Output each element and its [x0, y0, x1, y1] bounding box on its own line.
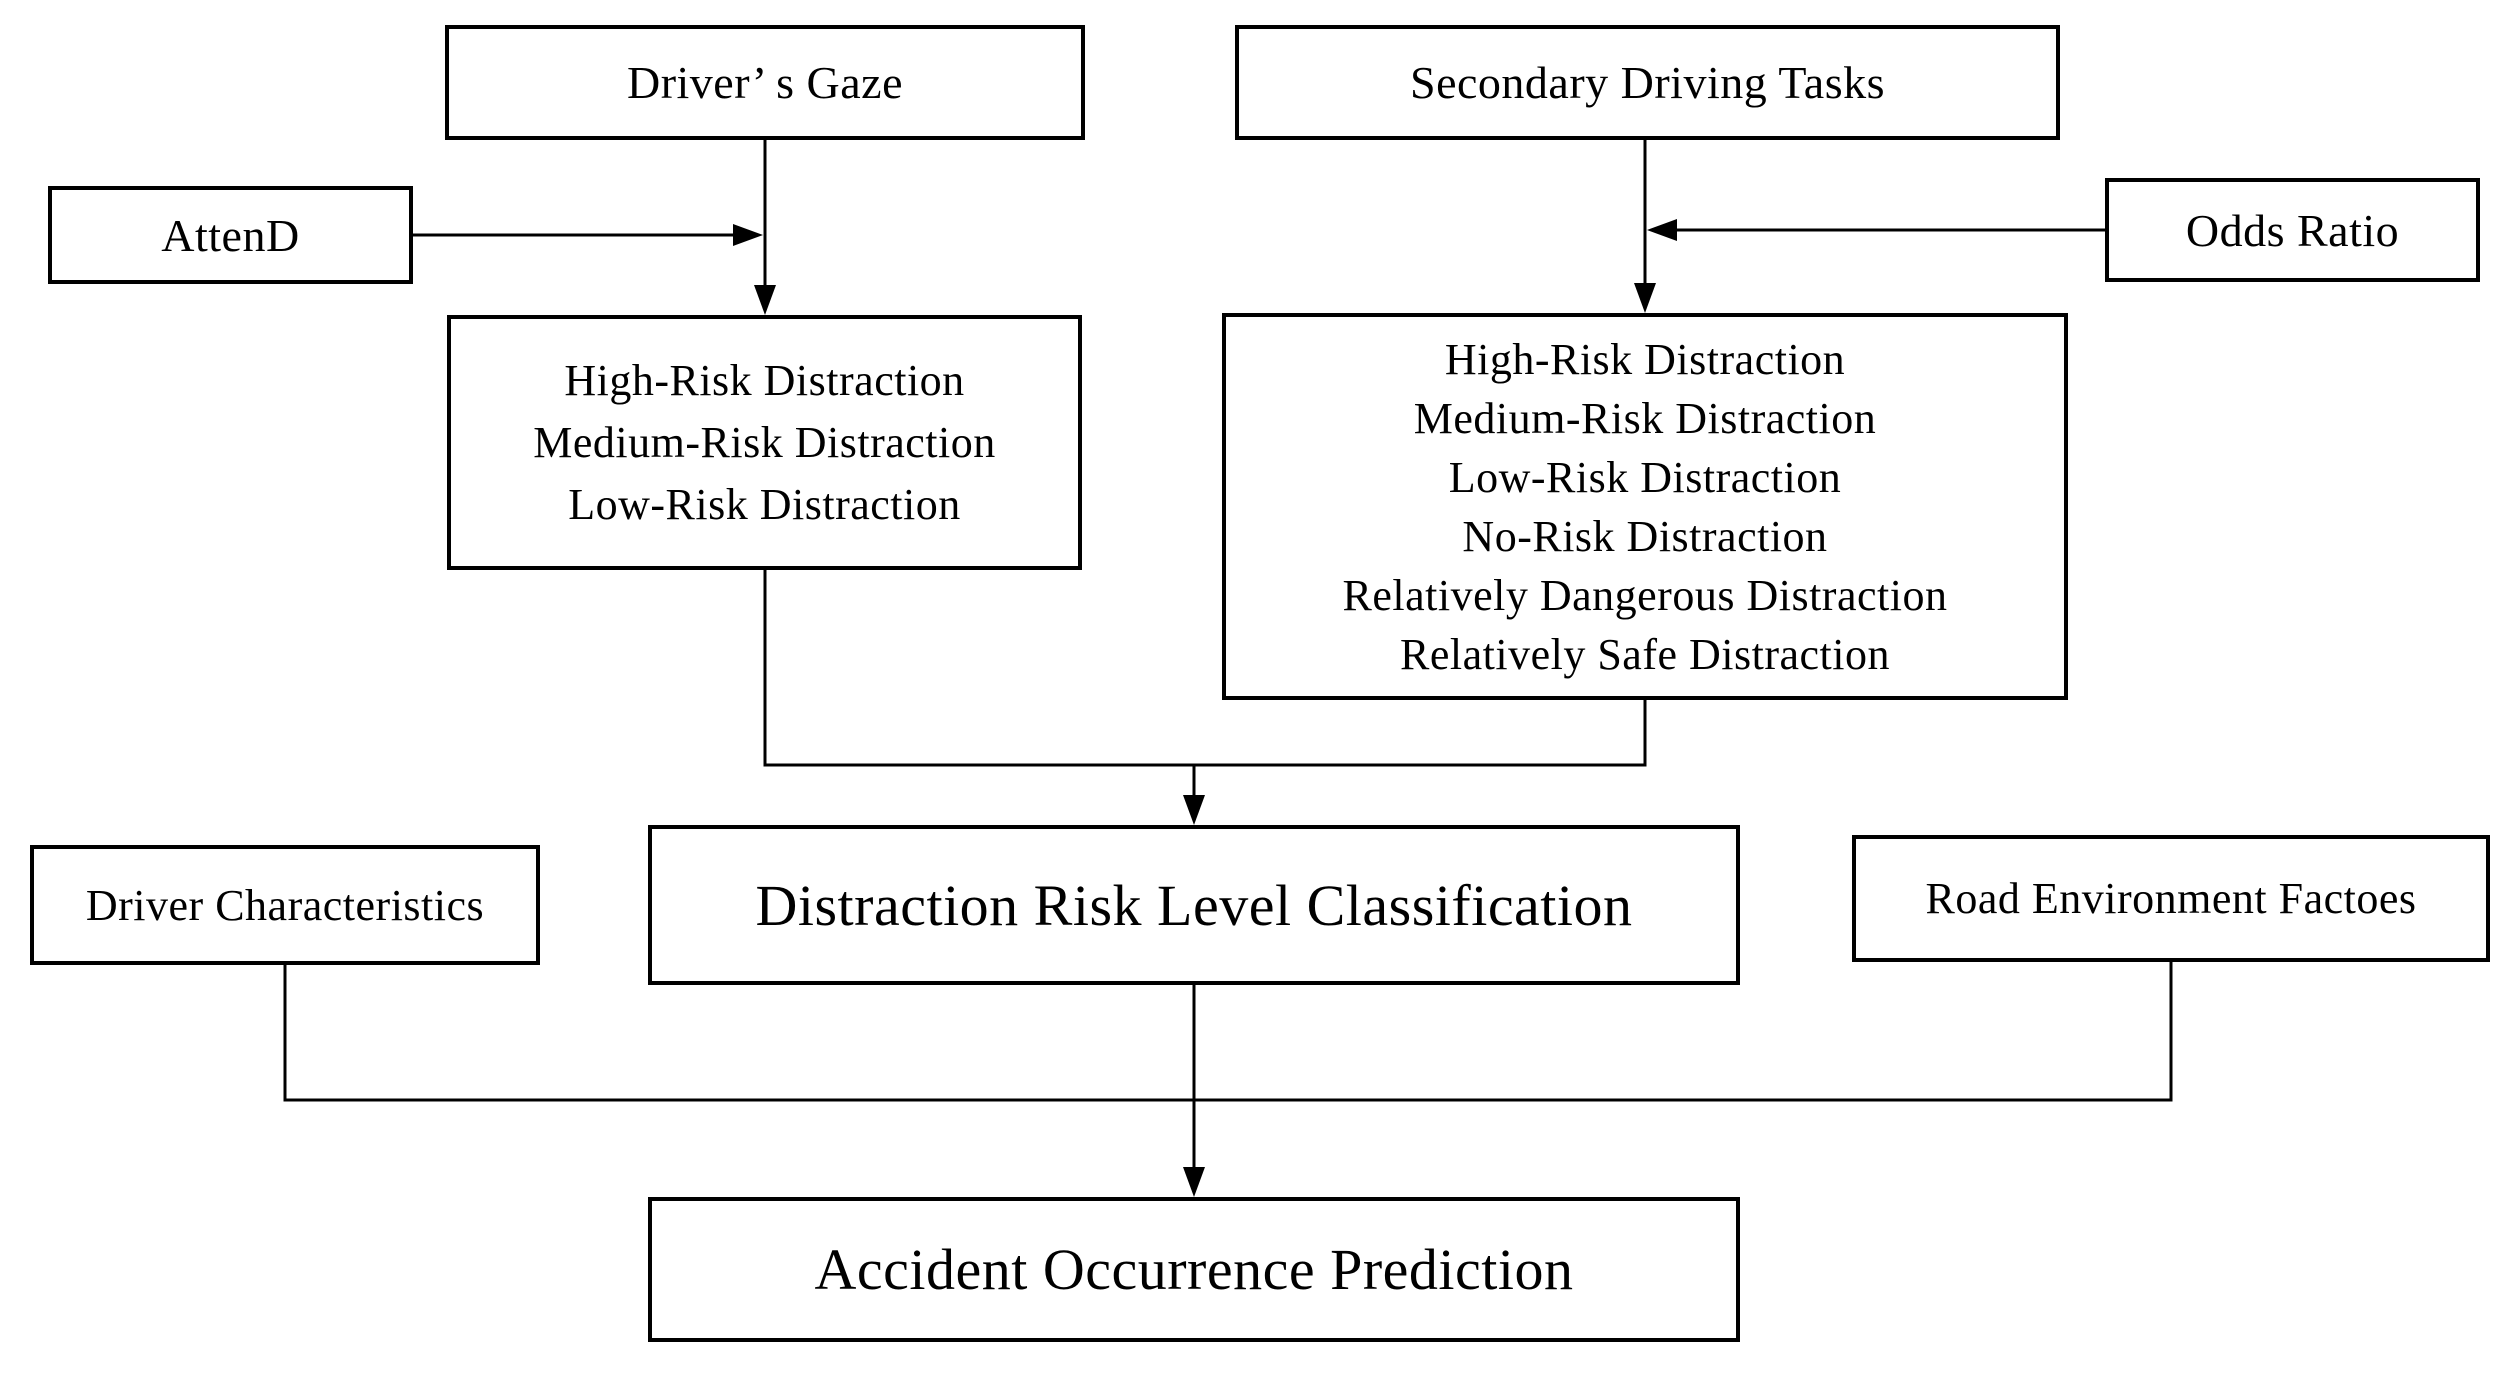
node-road-environment-factors: Road Environment Factoes	[1852, 835, 2490, 962]
node-label-line: Medium-Risk Distraction	[533, 417, 996, 467]
node-label-line: No-Risk Distraction	[1462, 511, 1828, 561]
node-label: Driver’ s Gaze	[626, 57, 904, 108]
node-label-line: Medium-Risk Distraction	[1413, 393, 1877, 443]
node-gaze-risk-levels: High-Risk Distraction Medium-Risk Distra…	[447, 315, 1082, 570]
edge-side-factors-join	[283, 962, 2173, 1102]
node-label-line: Relatively Dangerous Distraction	[1342, 570, 1948, 620]
node-label-line: High-Risk Distraction	[564, 355, 965, 405]
node-label: Road Environment Factoes	[1925, 874, 2417, 923]
node-label: AttenD	[161, 209, 300, 261]
edge-risks-merge	[763, 570, 1647, 767]
node-secondary-driving-tasks: Secondary Driving Tasks	[1235, 25, 2060, 140]
node-label-line: Low-Risk Distraction	[568, 479, 961, 529]
node-label: Distraction Risk Level Classification	[755, 872, 1633, 938]
node-label: Odds Ratio	[2185, 204, 2400, 256]
node-label-line: Low-Risk Distraction	[1448, 452, 1842, 502]
node-label: Secondary Driving Tasks	[1409, 57, 1886, 108]
node-odds-ratio: Odds Ratio	[2105, 178, 2480, 282]
node-accident-occurrence-prediction: Accident Occurrence Prediction	[648, 1197, 1740, 1342]
node-label: Driver Characteristics	[85, 880, 485, 930]
node-label: Accident Occurrence Prediction	[814, 1237, 1574, 1302]
node-label-line: Relatively Safe Distraction	[1399, 629, 1891, 679]
node-driver-characteristics: Driver Characteristics	[30, 845, 540, 965]
node-attend: AttenD	[48, 186, 413, 284]
node-distraction-risk-level-classification: Distraction Risk Level Classification	[648, 825, 1740, 985]
node-task-risk-levels: High-Risk Distraction Medium-Risk Distra…	[1222, 313, 2068, 700]
node-drivers-gaze: Driver’ s Gaze	[445, 25, 1085, 140]
node-label-line: High-Risk Distraction	[1444, 334, 1846, 384]
